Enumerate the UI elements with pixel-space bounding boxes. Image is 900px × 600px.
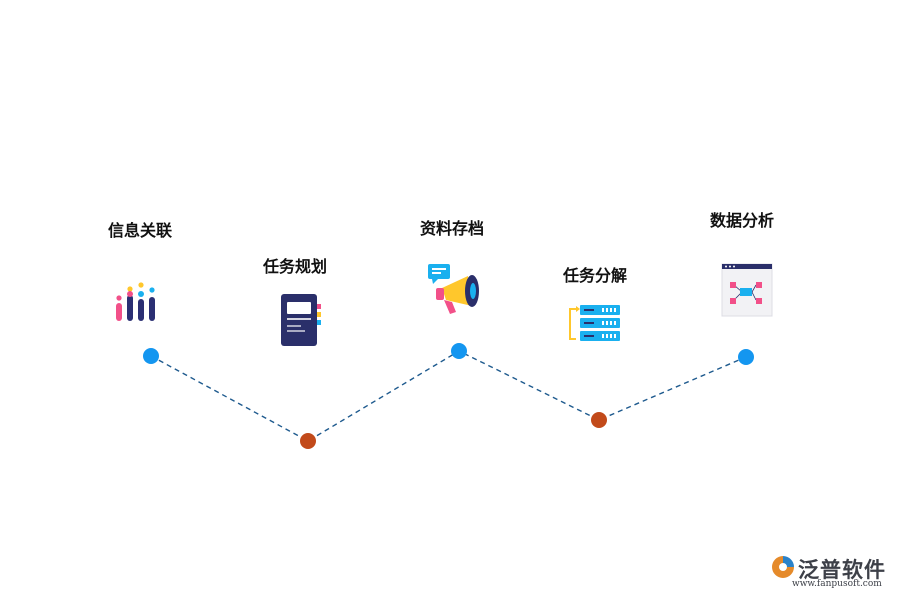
step-label-archive: 资料存档 <box>419 219 485 238</box>
brand-logo: 泛普软件 www.fanpusoft.com <box>770 552 895 592</box>
step-label-task-plan: 任务规划 <box>262 257 328 276</box>
brand-emblem-icon <box>772 556 794 578</box>
brand-name: 泛普软件 <box>798 558 886 582</box>
node-1 <box>143 348 159 364</box>
node-5 <box>738 349 754 365</box>
notebook-icon <box>281 294 321 346</box>
bar-chart-icon <box>116 282 155 321</box>
flowchart-window-icon <box>721 263 773 317</box>
server-stack-icon <box>569 305 620 341</box>
brand-url: www.fanpusoft.com <box>792 579 882 589</box>
step-label-info-link: 信息关联 <box>107 221 173 240</box>
node-2 <box>300 433 316 449</box>
node-4 <box>591 412 607 428</box>
step-label-task-breakdown: 任务分解 <box>562 266 628 285</box>
step-label-data-analysis: 数据分析 <box>709 211 775 230</box>
megaphone-icon <box>428 264 479 314</box>
node-3 <box>451 343 467 359</box>
dashed-timeline-line <box>150 350 747 442</box>
